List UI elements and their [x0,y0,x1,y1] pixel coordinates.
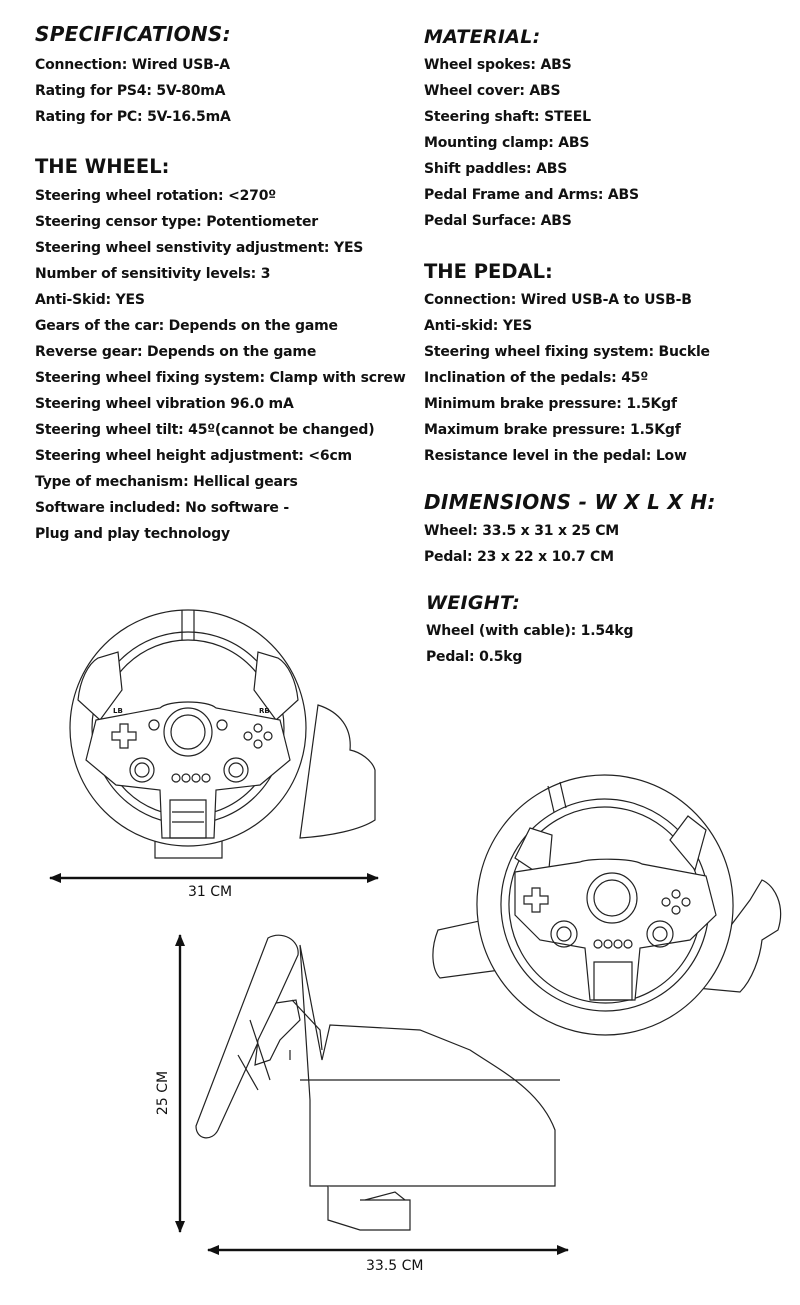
width-dimension-label: 31 CM [188,884,233,900]
specifications-heading: SPECIFICATIONS: [35,22,231,46]
wheel-line: Type of mechanism: Hellical gears [35,474,298,490]
wheel-list: Steering wheel rotation: <270º Steering … [35,183,406,547]
dimensions-section: DIMENSIONS - W X L X H: Wheel: 33.5 x 31… [424,490,716,570]
material-line: Pedal Surface: ABS [424,213,572,229]
pedal-line: Minimum brake pressure: 1.5Kgf [424,396,677,412]
wheel-line: Number of sensitivity levels: 3 [35,266,271,282]
material-line: Wheel cover: ABS [424,83,561,99]
spec-line: Rating for PS4: 5V-80mA [35,83,226,99]
pedal-line: Inclination of the pedals: 45º [424,370,649,386]
specifications-list: Connection: Wired USB-A Rating for PS4: … [35,52,231,130]
pedal-list: Connection: Wired USB-A to USB-B Anti-sk… [424,287,710,469]
pedal-line: Anti-skid: YES [424,318,533,334]
material-section: MATERIAL: Wheel spokes: ABS Wheel cover:… [424,26,639,234]
wheel-side-view [195,934,560,1231]
pedal-line: Resistance level in the pedal: Low [424,448,687,464]
length-dimension-label: 33.5 CM [366,1258,424,1274]
wheel-line: Gears of the car: Depends on the game [35,318,338,334]
wheel-line: Software included: No software - [35,500,289,516]
wheel-heading: THE WHEEL: [35,155,170,178]
spec-line: Connection: Wired USB-A [35,57,230,73]
wheel-line: Steering wheel height adjustment: <6cm [35,448,352,464]
weight-section: WEIGHT: Wheel (with cable): 1.54kg Pedal… [426,592,634,670]
weight-line: Pedal: 0.5kg [426,649,523,665]
wheel-line: Reverse gear: Depends on the game [35,344,317,360]
dimensions-list: Wheel: 33.5 x 31 x 25 CM Pedal: 23 x 22 … [424,518,716,570]
weight-line: Wheel (with cable): 1.54kg [426,623,634,639]
material-line: Mounting clamp: ABS [424,135,590,151]
wheel-line: Steering wheel rotation: <270º [35,188,276,204]
material-line: Wheel spokes: ABS [424,57,572,73]
pedal-line: Maximum brake pressure: 1.5Kgf [424,422,681,438]
spec-line: Rating for PC: 5V-16.5mA [35,109,231,125]
material-line: Pedal Frame and Arms: ABS [424,187,639,203]
weight-list: Wheel (with cable): 1.54kg Pedal: 0.5kg [426,618,634,670]
lb-label: LB [113,707,123,715]
wheel-line: Steering censor type: Potentiometer [35,214,318,230]
wheel-line: Anti-Skid: YES [35,292,145,308]
dimensions-line: Wheel: 33.5 x 31 x 25 CM [424,523,620,539]
rb-label: RB [259,707,270,715]
dimensions-line: Pedal: 23 x 22 x 10.7 CM [424,549,614,565]
pedal-line: Connection: Wired USB-A to USB-B [424,292,692,308]
wheel-line: Steering wheel vibration 96.0 mA [35,396,294,412]
pedal-line: Steering wheel fixing system: Buckle [424,344,710,360]
material-heading: MATERIAL: [424,26,541,48]
dimensions-heading: DIMENSIONS - W X L X H: [424,490,716,514]
material-line: Steering shaft: STEEL [424,109,591,125]
material-line: Shift paddles: ABS [424,161,568,177]
material-list: Wheel spokes: ABS Wheel cover: ABS Steer… [424,52,639,234]
wheel-perspective-view [432,774,782,1036]
wheel-line: Plug and play technology [35,526,230,542]
height-dimension-label: 25 CM [155,1070,171,1116]
wheel-front-view [69,609,376,859]
weight-heading: WEIGHT: [426,592,521,614]
wheel-section: THE WHEEL: Steering wheel rotation: <270… [35,155,406,547]
wheel-line: Steering wheel senstivity adjustment: YE… [35,240,364,256]
specifications-section: SPECIFICATIONS: Connection: Wired USB-A … [35,22,231,130]
wheel-line: Steering wheel tilt: 45º(cannot be chang… [35,422,375,438]
wheel-line: Steering wheel fixing system: Clamp with… [35,370,406,386]
pedal-heading: THE PEDAL: [424,260,553,283]
pedal-section: THE PEDAL: Connection: Wired USB-A to US… [424,260,710,469]
